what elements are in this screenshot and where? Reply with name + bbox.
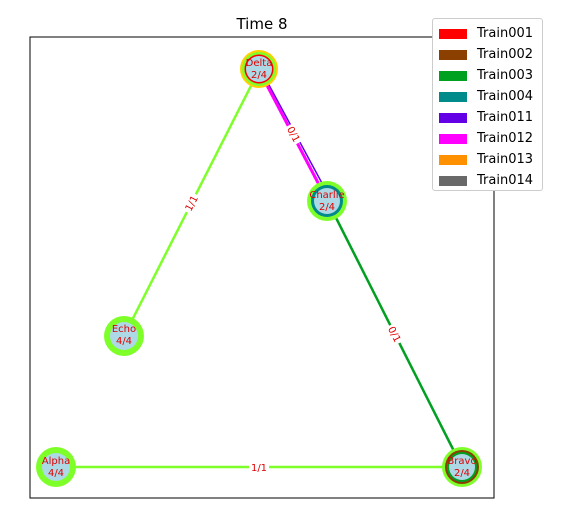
legend-swatch <box>439 175 467 186</box>
legend-label: Train001 <box>477 26 534 41</box>
node-charlie-name: Charlie <box>309 190 344 201</box>
legend-item: Train012 <box>439 128 542 149</box>
node-alpha-core <box>42 453 70 481</box>
legend-swatch <box>439 28 467 39</box>
legend-swatch <box>439 154 467 165</box>
legend-swatch <box>439 91 467 102</box>
legend-label: Train014 <box>477 173 534 188</box>
legend-label: Train003 <box>477 68 534 83</box>
legend-label: Train011 <box>477 110 534 125</box>
node-delta[interactable]: Delta 2/4 <box>240 50 278 88</box>
legend-swatch <box>439 133 467 144</box>
legend-swatch <box>439 49 467 60</box>
node-delta-name: Delta <box>246 58 273 69</box>
legend-label: Train004 <box>477 89 534 104</box>
node-charlie-count: 2/4 <box>319 202 335 213</box>
node-alpha[interactable]: Alpha 4/4 <box>36 447 76 487</box>
legend: Train001 Train002 Train003 Train004 Trai… <box>432 18 543 191</box>
legend-item: Train003 <box>439 65 542 86</box>
node-charlie[interactable]: Charlie 2/4 <box>307 181 347 221</box>
node-delta-core <box>246 56 272 82</box>
node-bravo-name: Bravo <box>447 456 476 467</box>
legend-item: Train002 <box>439 44 542 65</box>
node-echo-name: Echo <box>112 324 136 335</box>
node-echo[interactable]: Echo 4/4 <box>104 316 144 356</box>
nodes-layer: Delta 2/4 Charlie 2/4 Echo 4/4 Alpha 4/4 <box>36 50 482 487</box>
legend-item: Train014 <box>439 170 542 191</box>
node-charlie-core <box>314 188 340 214</box>
legend-item: Train013 <box>439 149 542 170</box>
legend-swatch <box>439 70 467 81</box>
legend-item: Train011 <box>439 107 542 128</box>
legend-label: Train002 <box>477 47 534 62</box>
legend-swatch <box>439 112 467 123</box>
edges-layer <box>56 69 464 469</box>
node-echo-count: 4/4 <box>116 336 132 347</box>
node-bravo-core <box>449 454 475 480</box>
node-delta-count: 2/4 <box>251 70 267 81</box>
node-echo-core <box>110 322 138 350</box>
node-bravo-count: 2/4 <box>454 468 470 479</box>
legend-label: Train013 <box>477 152 534 167</box>
node-alpha-count: 4/4 <box>48 468 64 479</box>
legend-label: Train012 <box>477 131 534 146</box>
edge-label-alpha-bravo: 1/1 <box>251 463 267 474</box>
node-alpha-name: Alpha <box>42 456 70 467</box>
node-bravo[interactable]: Bravo 2/4 <box>442 447 482 487</box>
legend-item: Train001 <box>439 23 542 44</box>
edge-labels-layer: 0/1 1/1 0/1 1/1 <box>180 121 406 474</box>
legend-item: Train004 <box>439 86 542 107</box>
plot-frame <box>29 36 495 499</box>
diagram-title: Time 8 <box>235 15 287 33</box>
